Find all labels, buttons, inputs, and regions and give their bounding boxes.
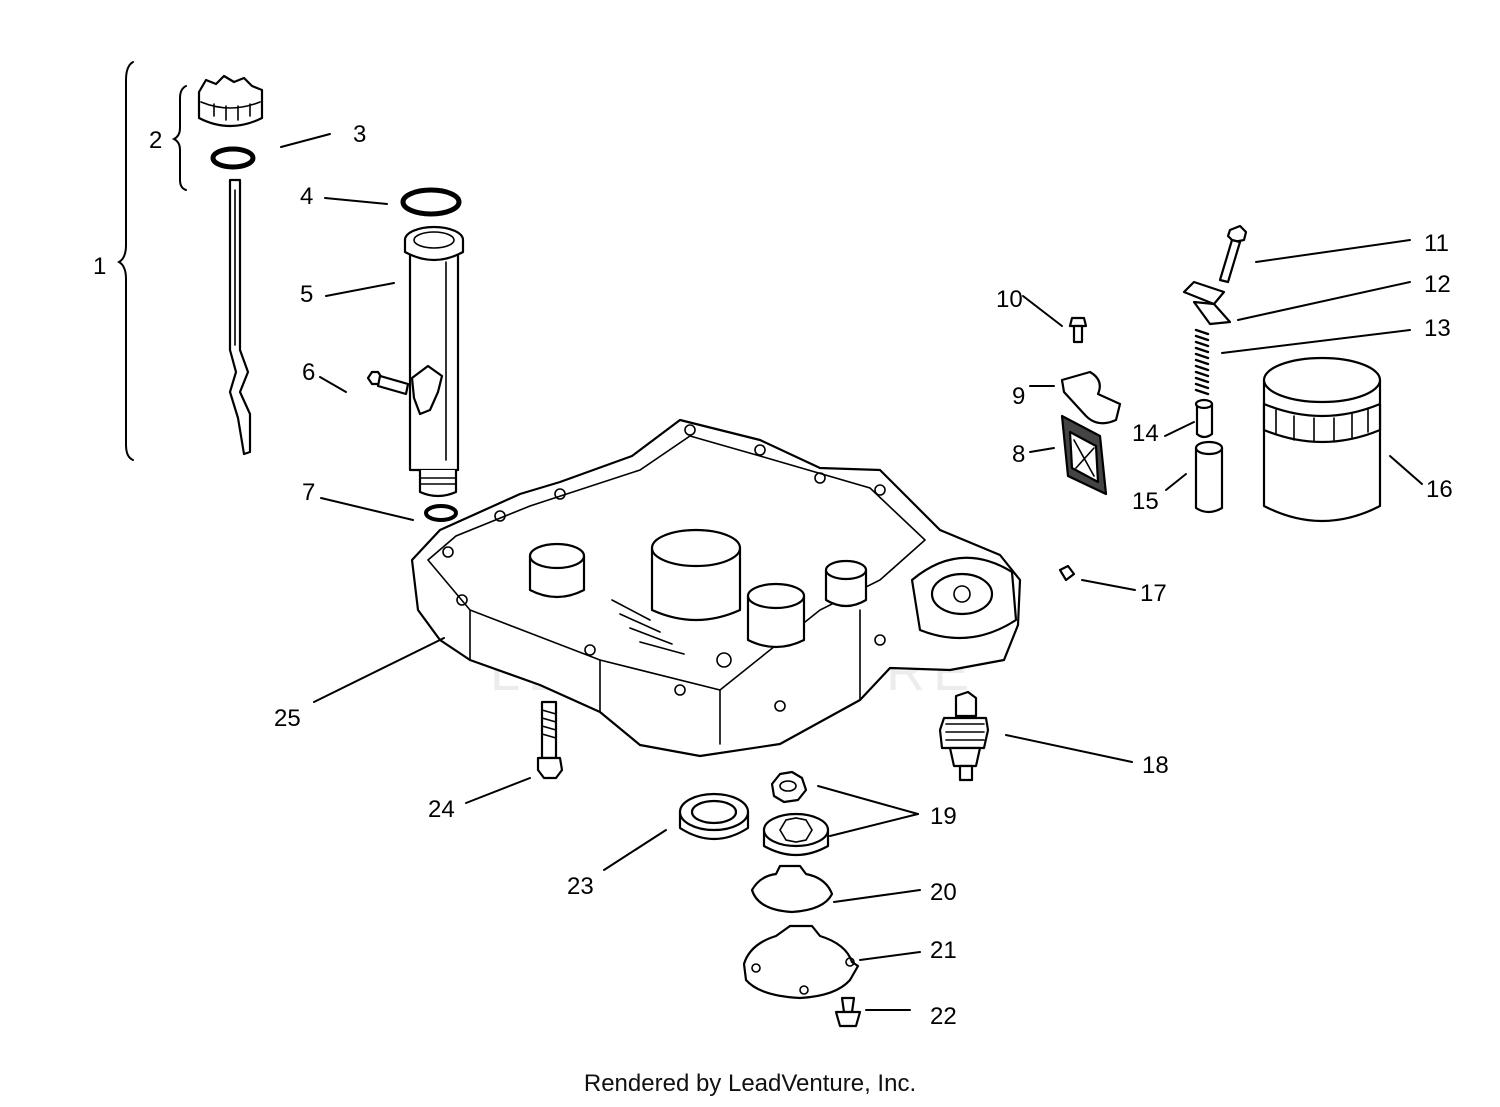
oil-pressure-switch [938,690,990,782]
pipe-plug [1058,564,1076,582]
shield-bolt [1068,316,1088,344]
shield-plate [1060,370,1122,425]
callout-4: 4 [300,183,313,210]
tube-bracket-bolt [366,364,444,416]
callout-9: 9 [1012,383,1025,410]
dipstick [228,178,252,456]
callout-14: 14 [1132,420,1159,447]
relief-spring [1194,328,1210,396]
callout-24: 24 [428,796,455,823]
callout-3: 3 [353,121,366,148]
tube-base-o-ring [424,504,458,522]
leader-lines [280,133,1423,1011]
callout-labels: 1 2 3 4 5 6 7 8 9 10 11 12 13 14 15 16 1… [93,121,1453,1030]
callout-8: 8 [1012,441,1025,468]
relief-plunger [1194,398,1214,439]
crank-oil-seal [678,792,750,840]
callout-12: 12 [1424,271,1451,298]
relief-sleeve [1194,440,1224,514]
callout-6: 6 [302,359,315,386]
pump-cover [742,924,860,1000]
callout-23: 23 [567,873,594,900]
callout-5: 5 [300,281,313,308]
callout-16: 16 [1426,476,1453,503]
bracket-group-1 [116,61,134,461]
callout-13: 13 [1424,315,1451,342]
render-credit: Rendered by LeadVenture, Inc. [583,1070,917,1097]
bracket-bolt [1218,224,1248,284]
callout-21: 21 [930,937,957,964]
oil-pan-bolt [536,700,564,780]
callout-15: 15 [1132,488,1159,515]
callout-7: 7 [302,479,315,506]
oil-filter [1262,356,1382,523]
pump-cover-gasket [750,864,834,914]
dipstick-tube [403,225,465,498]
oil-pump-inner-rotor [770,770,808,804]
callout-11: 11 [1424,230,1449,257]
callout-17: 17 [1140,580,1167,607]
callout-1: 1 [93,253,106,280]
callout-22: 22 [930,1003,957,1030]
filter-pad [1060,414,1108,496]
callout-10: 10 [996,286,1023,313]
callout-20: 20 [930,879,957,906]
oil-pump-outer-rotor [762,812,830,856]
callout-2: 2 [149,127,162,154]
oil-pan [410,418,1022,758]
oil-fill-cap [197,74,264,128]
callout-19: 19 [930,803,957,830]
tube-o-ring [400,187,462,217]
spring-bracket [1182,280,1232,326]
bracket-group-2 [171,85,187,191]
callout-25: 25 [274,705,301,732]
cover-screw [834,996,862,1028]
cap-o-ring [210,146,256,170]
callout-18: 18 [1142,752,1169,779]
